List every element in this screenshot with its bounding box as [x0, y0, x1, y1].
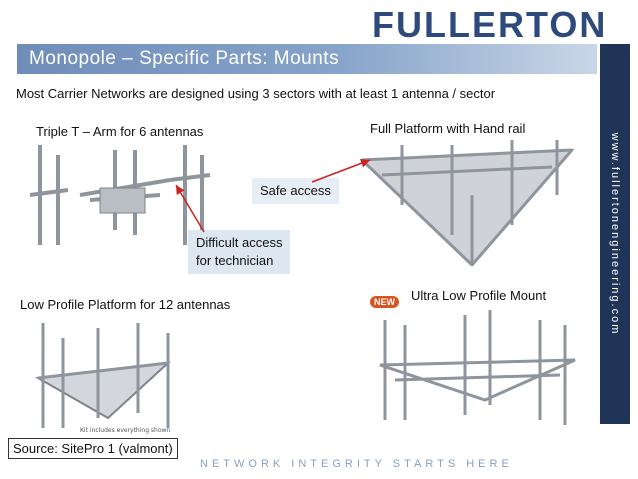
triple-t-label: Triple T – Arm for 6 antennas [36, 124, 204, 139]
difficult-access-line2: for technician [196, 253, 274, 268]
difficult-access-callout: Difficult access for technician [188, 230, 291, 274]
ultra-low-mount-image [379, 310, 576, 425]
side-bar: www.fullertonengineering.com [600, 44, 630, 424]
low-profile-label: Low Profile Platform for 12 antennas [20, 297, 231, 312]
safe-access-callout: Safe access [252, 178, 339, 204]
tagline: NETWORK INTEGRITY STARTS HERE [200, 458, 513, 470]
low-profile-platform-image: Kit includes everything shown [34, 323, 171, 434]
ultra-low-label: Ultra Low Profile Mount [411, 288, 547, 303]
fullerton-logo: FULLERTON [372, 4, 608, 45]
page-title: Monopole – Specific Parts: Mounts [29, 48, 340, 69]
new-badge: NEW [370, 296, 399, 308]
kit-note: Kit includes everything shown [80, 427, 170, 434]
difficult-access-line1: Difficult access [196, 235, 283, 250]
safe-access-text: Safe access [260, 183, 331, 198]
source-note: Source: SitePro 1 (valmont) [8, 438, 178, 459]
intro-text: Most Carrier Networks are designed using… [16, 86, 496, 101]
full-platform-image [359, 140, 575, 267]
full-platform-label: Full Platform with Hand rail [370, 121, 526, 136]
title-bar: Monopole – Specific Parts: Mounts [17, 44, 597, 74]
website-text: www.fullertonengineering.com [609, 132, 621, 336]
